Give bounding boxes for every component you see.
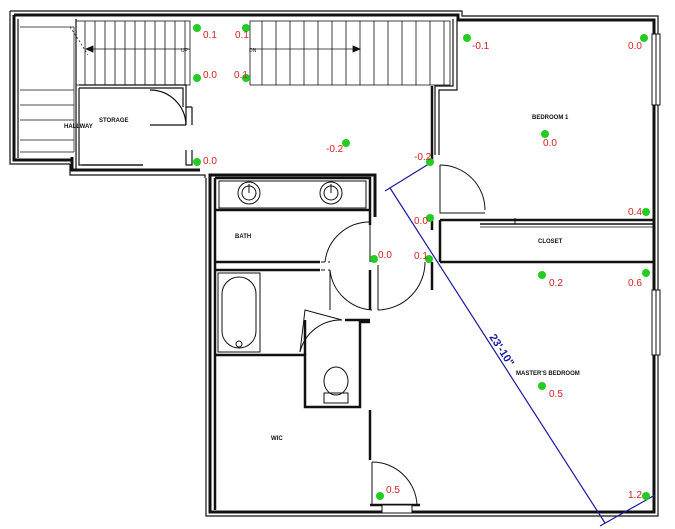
marker-dot [541,130,549,138]
reading-value: 0.0 [378,250,392,261]
reading-value: 0.0 [628,41,642,52]
marker-dot [426,214,434,222]
marker-dot [642,269,650,277]
marker-dot [642,492,650,500]
reading-value: -0.2 [326,144,344,155]
dimension-line [384,161,656,527]
marker-dot [242,24,250,32]
reading-value: 0.2 [549,278,563,289]
room-label-bedroom1: BEDROOM 1 [532,115,569,121]
room-label-wic: WIC [271,436,283,442]
reading-value: 0.1 [234,70,248,81]
reading-value: 0.1 [235,30,249,41]
room-labels: HALLWAY STORAGE BEDROOM 1 BATH CLOSET MA… [64,48,580,442]
marker-dot [640,34,648,42]
room-label-bath: BATH [235,234,251,240]
doors [265,164,654,506]
reading-value: 0.0 [414,216,428,227]
walls [12,13,656,514]
reading-value: 0.1 [414,251,428,262]
stair-label-up: UP [181,48,189,54]
marker-dot [193,74,201,82]
reading-value: 0.6 [628,278,642,289]
room-label-closet: CLOSET [538,239,563,245]
reading-value: 1.2 [628,490,642,501]
marker-dot [376,492,384,500]
stair-label-dn: DN [249,48,257,54]
dimension-label: 23'-10" [486,332,516,369]
reading-value: 0.0 [203,70,217,81]
marker-dot [463,34,471,42]
windows [381,33,661,514]
marker-dot [193,158,201,166]
fixtures [217,180,367,404]
room-label-hallway: HALLWAY [64,124,93,130]
stairs-left [75,20,191,86]
marker-dot [342,139,350,147]
reading-value: 0.5 [549,389,563,400]
marker-dot [193,24,201,32]
reading-value: 0.0 [543,138,557,149]
marker-dot [538,382,546,390]
walls-inner [9,10,659,517]
stairs-hallway [20,26,89,153]
reading-value: -0.1 [472,41,490,52]
marker-dot [642,208,650,216]
marker-dot [242,74,250,82]
reading-value: 0.0 [203,156,217,167]
marker-dot [538,271,546,279]
room-label-masters-bedroom: MASTER'S BEDROOM [516,371,580,377]
reading-value: 0.5 [386,485,400,496]
interior-walls [208,86,654,510]
marker-dot [370,255,378,263]
marker-dot [426,158,434,166]
reading-value: 0.1 [203,30,217,41]
marker-dot [425,255,433,263]
room-label-storage: STORAGE [99,118,129,124]
reading-value: 0.4 [628,207,642,218]
measurement-markers: 0.1 0.1 0.0 0.1 0.0 -0.2 -0.1 0.0 0.0 -0… [193,24,650,501]
reading-value: -0.2 [414,152,432,163]
stairs-right [249,20,451,86]
